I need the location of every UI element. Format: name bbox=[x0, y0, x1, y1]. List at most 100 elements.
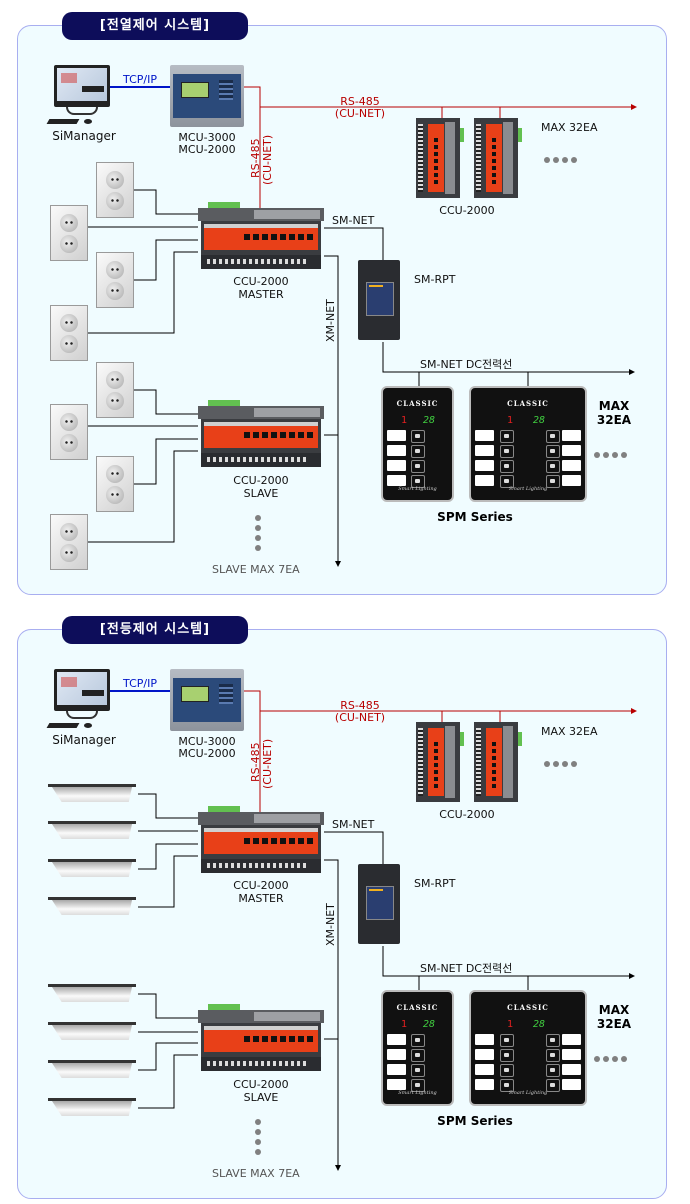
ceiling-lamp-icon bbox=[48, 821, 136, 841]
power-socket-icon bbox=[96, 162, 134, 218]
ceiling-lamp-icon bbox=[48, 897, 136, 917]
slave-label-2: SLAVE bbox=[243, 1091, 279, 1104]
rs485-label: RS-485 bbox=[340, 95, 380, 108]
mcu-controller-icon bbox=[170, 669, 244, 731]
ceiling-lamp-icon bbox=[48, 859, 136, 879]
ccu-2000-unit-icon bbox=[474, 722, 522, 802]
spm-channel: 1 bbox=[507, 1019, 514, 1030]
spm-tagline: Smart Lighting bbox=[508, 1090, 548, 1096]
smnet-dc-label: SM-NET DC전력선 bbox=[420, 962, 513, 975]
spm-temperature: 28 bbox=[533, 415, 546, 426]
system-section-2: [전등제어 시스템] bbox=[0, 604, 690, 1204]
power-socket-icon bbox=[96, 456, 134, 512]
master-label-1: CCU-2000 bbox=[233, 879, 289, 892]
tcpip-label: TCP/IP bbox=[123, 73, 157, 86]
mcu-label-1: MCU-3000 bbox=[178, 735, 236, 748]
tcpip-label: TCP/IP bbox=[123, 677, 157, 690]
power-socket-icon bbox=[50, 514, 88, 570]
ceiling-lamp-icon bbox=[48, 1060, 136, 1080]
simanager-label: SiManager bbox=[52, 129, 116, 143]
smnet-dc-label: SM-NET DC전력선 bbox=[420, 358, 513, 371]
simanager-pc-icon bbox=[46, 669, 112, 731]
mcu-label-1: MCU-3000 bbox=[178, 131, 236, 144]
cunet-label: (CU-NET) bbox=[334, 711, 386, 724]
xmnet-label: XM-NET bbox=[324, 299, 337, 342]
power-socket-icon bbox=[96, 252, 134, 308]
section-title: [전등제어 시스템] bbox=[62, 616, 248, 644]
spm-temperature: 28 bbox=[423, 1019, 436, 1030]
spm-more-dots-icon bbox=[594, 443, 630, 462]
spm-panel-small: CLASSIC 1 28 Smart Lighting bbox=[381, 386, 454, 502]
spm-temperature: 28 bbox=[423, 415, 436, 426]
spm-channel: 1 bbox=[401, 415, 408, 426]
section-title: [전열제어 시스템] bbox=[62, 12, 248, 40]
spm-temperature: 28 bbox=[533, 1019, 546, 1030]
power-socket-icon bbox=[96, 362, 134, 418]
spm-more-dots-icon bbox=[594, 1047, 630, 1066]
spm-tagline: Smart Lighting bbox=[508, 486, 548, 492]
master-label-2: MASTER bbox=[238, 288, 284, 301]
smrpt-label: SM-RPT bbox=[414, 877, 456, 890]
cunet-label: (CU-NET) bbox=[334, 107, 386, 120]
ccu-slave-icon bbox=[198, 400, 324, 468]
ceiling-lamp-icon bbox=[48, 984, 136, 1004]
smrpt-label: SM-RPT bbox=[414, 273, 456, 286]
ccu-group-label: CCU-2000 bbox=[439, 204, 495, 217]
spm-panel-large: CLASSIC 1 28 Smart Lighting bbox=[469, 386, 587, 502]
ceiling-lamp-icon bbox=[48, 1022, 136, 1042]
ccu-2000-unit-icon bbox=[474, 118, 522, 198]
mcu-label-2: MCU-2000 bbox=[178, 143, 236, 156]
sm-rpt-repeater-icon bbox=[358, 260, 400, 340]
slave-label-2: SLAVE bbox=[243, 487, 279, 500]
more-dots-icon bbox=[544, 148, 580, 167]
sm-rpt-repeater-icon bbox=[358, 864, 400, 944]
cunet-vertical-label: (CU-NET) bbox=[261, 134, 274, 185]
ccu-master-icon bbox=[198, 202, 324, 270]
slave-label-1: CCU-2000 bbox=[233, 1078, 289, 1091]
ccu-max-label: MAX 32EA bbox=[541, 725, 598, 738]
ccu-2000-unit-icon bbox=[416, 722, 464, 802]
spm-tagline: Smart Lighting bbox=[398, 486, 437, 492]
ccu-master-icon bbox=[198, 806, 324, 874]
spm-brand: CLASSIC bbox=[507, 1003, 549, 1012]
slave-max-label: SLAVE MAX 7EA bbox=[212, 1167, 300, 1180]
spm-brand: CLASSIC bbox=[396, 1003, 439, 1012]
cunet-vertical-label: (CU-NET) bbox=[261, 738, 274, 789]
slave-label-1: CCU-2000 bbox=[233, 474, 289, 487]
spm-max-label-2: 32EA bbox=[596, 1017, 632, 1031]
master-label-1: CCU-2000 bbox=[233, 275, 289, 288]
ceiling-lamp-icon bbox=[48, 784, 136, 804]
spm-panel-small: CLASSIC 1 28 Smart Lighting bbox=[381, 990, 454, 1106]
slave-more-dots-icon bbox=[255, 1119, 261, 1159]
rs485-label: RS-485 bbox=[340, 699, 380, 712]
mcu-controller-icon bbox=[170, 65, 244, 127]
smnet-label: SM-NET bbox=[332, 214, 375, 227]
spm-channel: 1 bbox=[507, 415, 514, 426]
spm-max-label-2: 32EA bbox=[596, 413, 632, 427]
spm-channel: 1 bbox=[401, 1019, 408, 1030]
xmnet-label: XM-NET bbox=[324, 903, 337, 946]
power-socket-icon bbox=[50, 205, 88, 261]
power-socket-icon bbox=[50, 305, 88, 361]
system-section-1: [전열제어 시스템] bbox=[0, 0, 690, 600]
slave-max-label: SLAVE MAX 7EA bbox=[212, 563, 300, 576]
spm-series-label: SPM Series bbox=[437, 1114, 513, 1128]
ceiling-lamp-icon bbox=[48, 1098, 136, 1118]
smnet-label: SM-NET bbox=[332, 818, 375, 831]
simanager-label: SiManager bbox=[52, 733, 116, 747]
power-socket-icon bbox=[50, 404, 88, 460]
spm-max-label-1: MAX bbox=[598, 1003, 630, 1017]
simanager-pc-icon bbox=[46, 65, 112, 127]
slave-more-dots-icon bbox=[255, 515, 261, 555]
spm-brand: CLASSIC bbox=[507, 399, 549, 408]
ccu-group-label: CCU-2000 bbox=[439, 808, 495, 821]
spm-series-label: SPM Series bbox=[437, 510, 513, 524]
mcu-label-2: MCU-2000 bbox=[178, 747, 236, 760]
spm-brand: CLASSIC bbox=[396, 399, 439, 408]
master-label-2: MASTER bbox=[238, 892, 284, 905]
ccu-max-label: MAX 32EA bbox=[541, 121, 598, 134]
ccu-2000-unit-icon bbox=[416, 118, 464, 198]
ccu-slave-icon bbox=[198, 1004, 324, 1072]
spm-tagline: Smart Lighting bbox=[398, 1090, 437, 1096]
spm-max-label-1: MAX bbox=[598, 399, 630, 413]
